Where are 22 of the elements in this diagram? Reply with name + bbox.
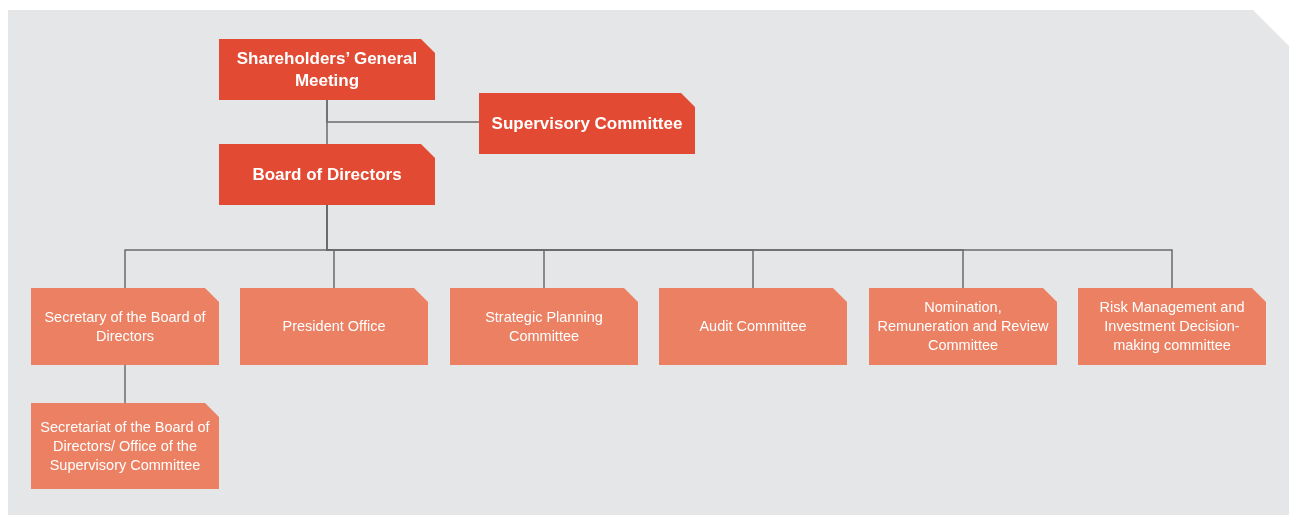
committee-box [31, 288, 219, 365]
box-label: Secretariat of the Board of Directors/ Office of the Supervisory Committee [39, 417, 211, 475]
committee-box [659, 288, 847, 365]
governing-body-box [219, 39, 435, 100]
connector-line [124, 364, 126, 404]
box-label: Audit Committee [699, 317, 807, 336]
committee-box [240, 288, 428, 365]
governing-body-box [479, 93, 695, 154]
box-label: Risk Management and Investment Decision-making committee [1098, 298, 1246, 355]
box-label: Strategic Planning Committee [484, 307, 604, 346]
committee-box [1078, 288, 1266, 365]
governing-body-box [219, 144, 435, 205]
box-label: Supervisory Committee [491, 112, 683, 135]
connector-line [326, 99, 480, 123]
committee-box [450, 288, 638, 365]
box-label: Shareholders’ General Meeting [235, 47, 419, 92]
committee-box [31, 403, 219, 489]
committee-box [869, 288, 1057, 365]
box-label: Nomination, Remuneration and Review Committee [877, 298, 1049, 355]
box-label: President Office [282, 317, 386, 336]
box-label: Board of Directors [252, 163, 402, 186]
box-label: Secretary of the Board of Directors [43, 307, 207, 346]
